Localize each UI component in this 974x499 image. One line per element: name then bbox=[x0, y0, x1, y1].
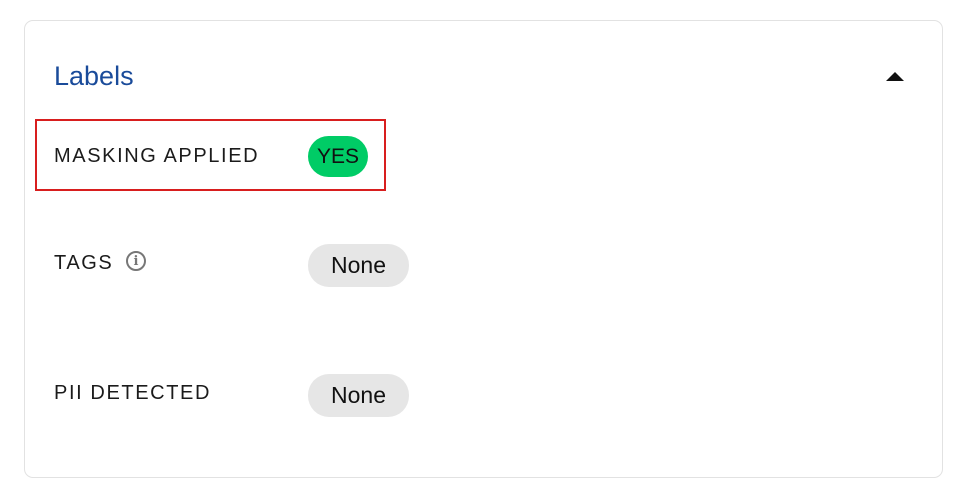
pii-detected-value-badge: None bbox=[308, 374, 409, 417]
collapse-button[interactable] bbox=[880, 64, 910, 88]
panel-title: Labels bbox=[54, 61, 134, 91]
pii-detected-label: PII DETECTED bbox=[54, 382, 211, 404]
info-circle-icon[interactable]: i bbox=[126, 251, 146, 271]
highlight-box bbox=[35, 119, 386, 191]
tags-label: TAGS bbox=[54, 252, 114, 274]
masking-applied-label: MASKING APPLIED bbox=[54, 145, 260, 167]
triangle-up-icon bbox=[886, 71, 904, 81]
masking-applied-badge: YES bbox=[308, 136, 368, 177]
labels-panel bbox=[24, 20, 943, 478]
tags-value-badge: None bbox=[308, 244, 409, 287]
